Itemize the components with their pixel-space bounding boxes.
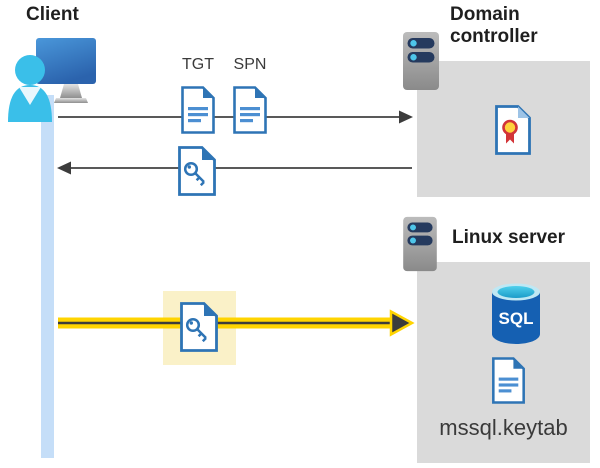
key-glyph	[185, 317, 207, 343]
tgt-document-icon	[181, 86, 215, 134]
certificate-seal	[502, 119, 518, 136]
spn-document-icon	[233, 86, 267, 134]
keytab-document-icon	[492, 357, 525, 404]
response-arrow	[57, 161, 412, 175]
client-timeline-bar	[41, 95, 54, 458]
key-document-icon-highlighted	[180, 302, 218, 352]
certificate-document-icon	[495, 105, 531, 155]
keytab-filename-label: mssql.keytab	[439, 415, 568, 440]
user-icon	[8, 55, 52, 122]
domain-controller-label: Domain controller	[450, 4, 538, 47]
monitor-screen	[36, 38, 96, 84]
linux-server-label: Linux server	[452, 227, 565, 248]
linux-server-icon	[403, 216, 437, 272]
spn-label: SPN	[233, 56, 267, 73]
tgt-label: TGT	[182, 56, 214, 73]
key-glyph	[183, 161, 205, 187]
client-label: Client	[26, 4, 79, 25]
key-document-icon	[178, 146, 216, 196]
domain-controller-server-icon	[403, 32, 439, 90]
client-computer-icon	[8, 38, 96, 122]
sql-label: SQL	[499, 309, 534, 328]
sql-database-icon: SQL	[492, 283, 540, 344]
monitor-stand	[60, 84, 82, 98]
